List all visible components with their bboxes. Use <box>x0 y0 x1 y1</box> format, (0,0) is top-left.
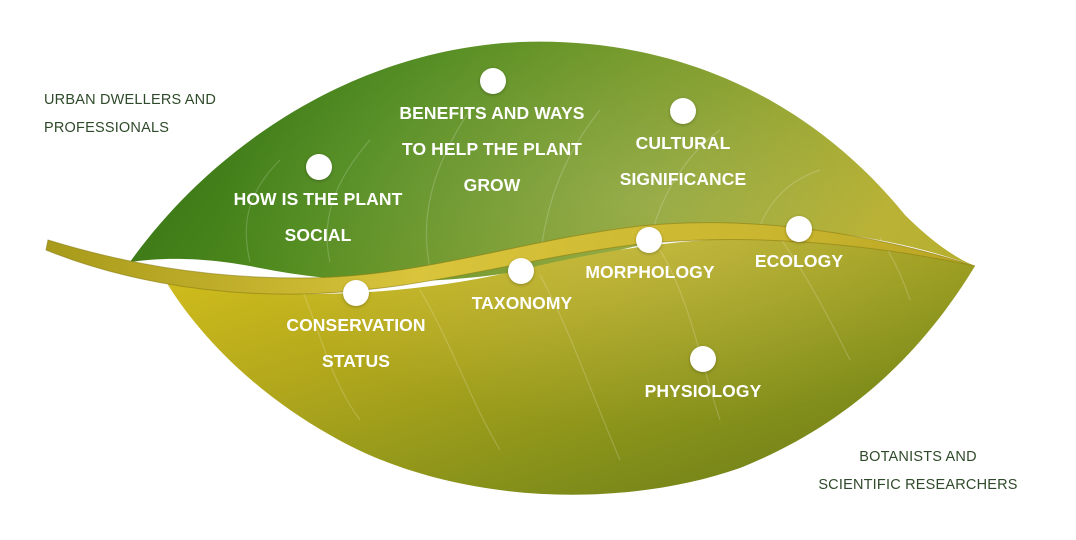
topic-label: MORPHOLOGY <box>570 254 730 290</box>
topic-marker-dot[interactable] <box>480 68 506 94</box>
topic-social[interactable]: HOW IS THE PLANT SOCIAL <box>218 154 418 253</box>
topic-label: CONSERVATION STATUS <box>268 307 444 379</box>
topic-label: ECOLOGY <box>740 243 858 279</box>
topic-marker-dot[interactable] <box>306 154 332 180</box>
topic-label-line: STATUS <box>321 351 390 371</box>
topic-label-line: TAXONOMY <box>471 293 573 313</box>
topic-label: HOW IS THE PLANT SOCIAL <box>218 181 418 253</box>
topic-marker-dot[interactable] <box>508 258 534 284</box>
topic-label-line: GROW <box>463 175 521 195</box>
topic-morphology[interactable]: MORPHOLOGY <box>570 227 730 290</box>
topic-marker-dot[interactable] <box>690 346 716 372</box>
topic-ecology[interactable]: ECOLOGY <box>740 216 858 279</box>
topic-label: TAXONOMY <box>452 285 592 321</box>
topic-label: BENEFITS AND WAYS TO HELP THE PLANT GROW <box>380 95 604 203</box>
audience-line: URBAN DWELLERS AND <box>44 92 216 108</box>
topic-label-line: HOW IS THE PLANT <box>233 189 403 209</box>
topic-label-line: MORPHOLOGY <box>585 262 715 282</box>
topic-marker-dot[interactable] <box>786 216 812 242</box>
topic-label-line: ECOLOGY <box>754 251 844 271</box>
topic-label: CULTURAL SIGNIFICANCE <box>598 125 768 197</box>
audience-urban-dwellers: URBAN DWELLERS AND PROFESSIONALS <box>44 86 216 142</box>
topic-marker-dot[interactable] <box>636 227 662 253</box>
leaf-midrib <box>45 222 976 295</box>
leaf-veins <box>245 109 911 461</box>
audience-line: PROFESSIONALS <box>44 120 170 136</box>
topic-label-line: CONSERVATION <box>286 315 426 335</box>
topic-physiology[interactable]: PHYSIOLOGY <box>628 346 778 409</box>
topic-label-line: TO HELP THE PLANT <box>402 139 582 159</box>
topic-label-line: SIGNIFICANCE <box>619 169 747 189</box>
topic-label-line: BENEFITS AND WAYS <box>399 103 585 123</box>
leaf-shine <box>130 41 975 495</box>
topic-label-line: PHYSIOLOGY <box>644 381 762 401</box>
topic-label: PHYSIOLOGY <box>628 373 778 409</box>
audience-line: BOTANISTS AND <box>859 449 977 465</box>
topic-label-line: SOCIAL <box>284 225 352 245</box>
audience-line: SCIENTIFIC RESEARCHERS <box>818 477 1018 493</box>
topic-marker-dot[interactable] <box>670 98 696 124</box>
topic-marker-dot[interactable] <box>343 280 369 306</box>
topic-cultural[interactable]: CULTURAL SIGNIFICANCE <box>598 98 768 197</box>
audience-botanists: BOTANISTS AND SCIENTIFIC RESEARCHERS <box>800 443 1036 499</box>
topic-taxonomy[interactable]: TAXONOMY <box>452 258 592 321</box>
topic-label-line: CULTURAL <box>635 133 731 153</box>
topic-conservation[interactable]: CONSERVATION STATUS <box>268 280 444 379</box>
topic-benefits[interactable]: BENEFITS AND WAYS TO HELP THE PLANT GROW <box>380 68 604 203</box>
